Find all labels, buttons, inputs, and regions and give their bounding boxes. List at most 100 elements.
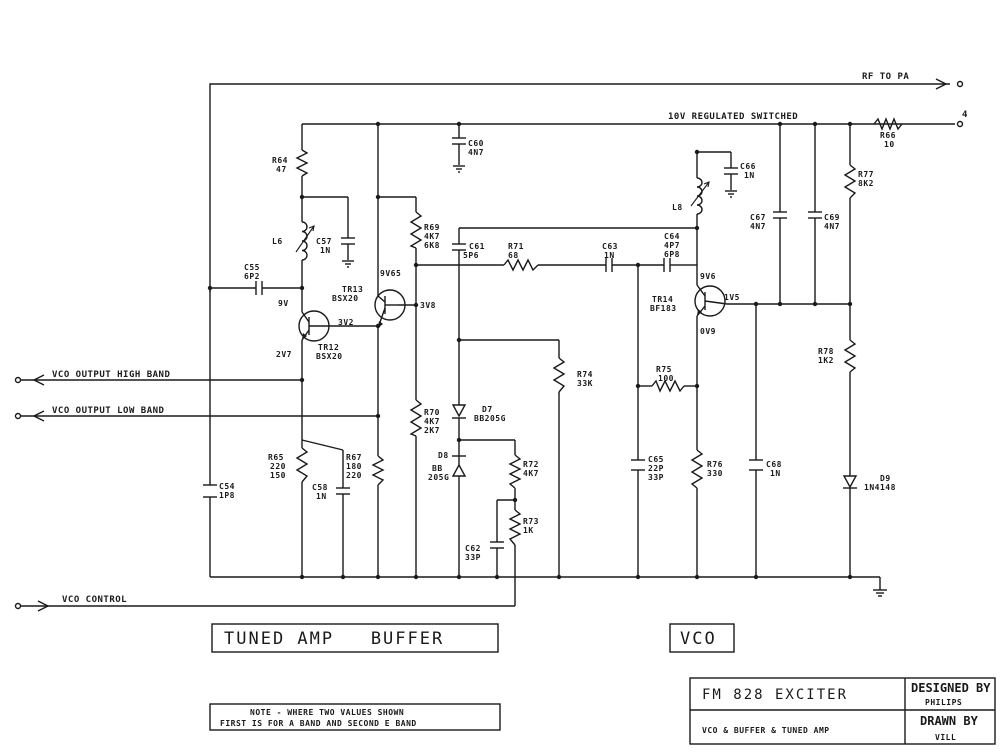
tr14-ref: TR14: [652, 295, 673, 304]
c63-value: 1N: [604, 251, 615, 260]
connector-arrows: [14, 78, 964, 612]
c58-symbol: [336, 487, 350, 495]
r66-symbol: [873, 117, 903, 131]
r67-value-b: 220: [346, 471, 362, 480]
r65-value-b: 150: [270, 471, 286, 480]
c55-value: 6P2: [244, 272, 260, 281]
c55-symbol: [255, 281, 263, 295]
c67-symbol: [773, 211, 787, 219]
ground-main: [873, 589, 887, 597]
c65-value-b: 33P: [648, 473, 664, 482]
r76-ref: R76: [707, 460, 723, 469]
c65-value-a: 22P: [648, 464, 664, 473]
r73-value: 1K: [523, 526, 534, 535]
ground-c66: [725, 190, 737, 198]
r65-value-a: 220: [270, 462, 286, 471]
c65-ref: C65: [648, 455, 664, 464]
designed-by-label: DESIGNED BY: [911, 681, 991, 695]
reg-supply-label: 10V REGULATED SWITCHED: [668, 112, 798, 122]
r77-value: 8K2: [858, 179, 874, 188]
subtitle-text: VCO & BUFFER & TUNED AMP: [702, 726, 830, 735]
c63-ref: C63: [602, 242, 618, 251]
c57-ref: C57: [316, 237, 332, 246]
r67-value-a: 180: [346, 462, 362, 471]
c67-ref: C67: [750, 213, 766, 222]
vco-high-label: VCO OUTPUT HIGH BAND: [52, 370, 170, 380]
tr13-ref: TR13: [342, 285, 363, 294]
c54-value: 1P8: [219, 491, 235, 500]
vco-control-arrow-icon: [14, 600, 50, 612]
d8-ref: D8: [438, 451, 449, 460]
l8-symbol: [690, 177, 710, 215]
r69-ref: R69: [424, 223, 440, 232]
c62-symbol: [490, 541, 504, 549]
r66-value: 10: [884, 140, 895, 149]
r78-ref: R78: [818, 347, 834, 356]
c69-value: 4N7: [824, 222, 840, 231]
r74-value: 33K: [577, 379, 593, 388]
r65-symbol: [295, 447, 309, 483]
c64-symbol: [663, 258, 671, 272]
r67-symbol: [371, 455, 385, 486]
tr12-emitter-voltage: 2V7: [276, 350, 292, 359]
r70-value-b: 2K7: [424, 426, 440, 435]
c60-value: 4N7: [468, 148, 484, 157]
r75-value: 100: [658, 374, 674, 383]
c66-value: 1N: [744, 171, 755, 180]
r72-symbol: [508, 454, 522, 489]
vco-low-arrow-icon: [14, 410, 45, 422]
r70-value-a: 4K7: [424, 417, 440, 426]
ground-c60: [453, 165, 465, 173]
wires: [20, 83, 955, 607]
r66-ref: R66: [880, 131, 896, 140]
tr12-base-voltage: 3V2: [338, 318, 354, 327]
c62-ref: C62: [465, 544, 481, 553]
d8-type-b: 205G: [428, 473, 449, 482]
transistor-symbols: [298, 284, 728, 342]
c65-symbol: [631, 459, 645, 471]
c58-value: 1N: [316, 492, 327, 501]
c55-ref: C55: [244, 263, 260, 272]
note-line-2: FIRST IS FOR A BAND AND SECOND E BAND: [220, 719, 417, 728]
c66-symbol: [724, 167, 738, 175]
r74-ref: R74: [577, 370, 593, 379]
r64-ref: R64: [272, 156, 288, 165]
c68-ref: C68: [766, 460, 782, 469]
terminal-4-label: 4: [962, 110, 968, 120]
r76-symbol: [690, 449, 704, 489]
c54-ref: C54: [219, 482, 235, 491]
ground-c57: [342, 260, 354, 268]
r75-ref: R75: [656, 365, 672, 374]
c61-symbol: [452, 243, 466, 251]
d9-type: 1N4148: [864, 483, 896, 492]
drawn-by-label: DRAWN BY: [920, 714, 979, 728]
r76-value: 330: [707, 469, 723, 478]
c57-value: 1N: [320, 246, 331, 255]
r77-ref: R77: [858, 170, 874, 179]
l6-symbol: [295, 221, 315, 261]
tr12-symbol: [298, 310, 332, 342]
title-block: FM 828 EXCITER VCO & BUFFER & TUNED AMP …: [689, 677, 996, 745]
c69-symbol: [808, 211, 822, 219]
r64-value: 47: [276, 165, 287, 174]
signal-labels: RF TO PA 10V REGULATED SWITCHED 4 VCO OU…: [52, 72, 968, 605]
d8-type-a: BB: [432, 464, 443, 473]
r71-value: 68: [508, 251, 519, 260]
c68-value: 1N: [770, 469, 781, 478]
section-tuned-amp-buffer: TUNED AMP BUFFER: [211, 623, 499, 653]
d9-ref: D9: [880, 474, 891, 483]
supply-terminal-icon: [956, 120, 964, 128]
vco-control-label: VCO CONTROL: [62, 595, 127, 605]
resistor-symbols: [295, 117, 903, 546]
d7-ref: D7: [482, 405, 493, 414]
r69-value-b: 6K8: [424, 241, 440, 250]
r73-ref: R73: [523, 517, 539, 526]
c62-value: 33P: [465, 553, 481, 562]
r78-value: 1K2: [818, 356, 834, 365]
r69-value-a: 4K7: [424, 232, 440, 241]
c67-value: 4N7: [750, 222, 766, 231]
tr14-base-voltage: 1V5: [724, 293, 740, 302]
l6-ref: L6: [272, 237, 283, 246]
